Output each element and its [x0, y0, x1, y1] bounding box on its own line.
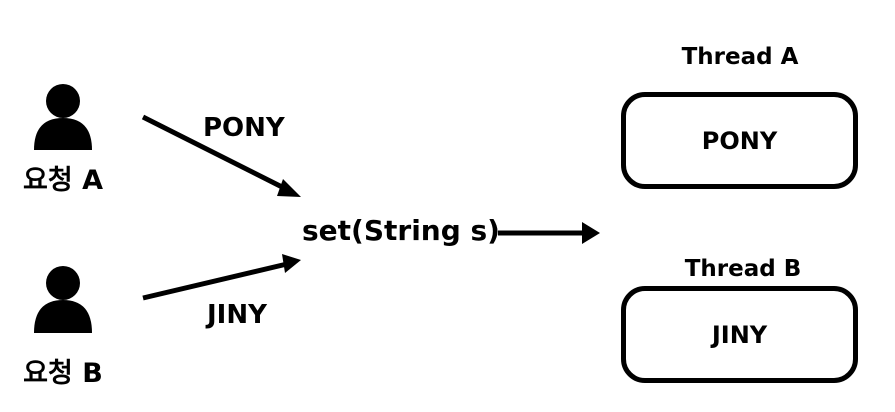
thread-b-box: JINY [621, 286, 858, 383]
person-icon [34, 84, 92, 150]
edge-label-jiny: JINY [207, 300, 267, 330]
arrow-to-threads [498, 222, 600, 244]
arrow-request-b [142, 254, 301, 301]
method-label: set(String s) [302, 214, 500, 247]
thread-a-value: PONY [701, 126, 778, 155]
thread-b-title: Thread B [684, 256, 802, 282]
request-b-label: 요청 B [23, 358, 103, 389]
thread-b-value: JINY [711, 320, 768, 349]
thread-a-title: Thread A [681, 44, 799, 70]
arrow-request-a [141, 114, 301, 197]
person-icon [34, 266, 92, 333]
edge-label-pony: PONY [203, 113, 285, 143]
request-a-label: 요청 A [23, 165, 103, 196]
thread-a-box: PONY [621, 92, 858, 189]
